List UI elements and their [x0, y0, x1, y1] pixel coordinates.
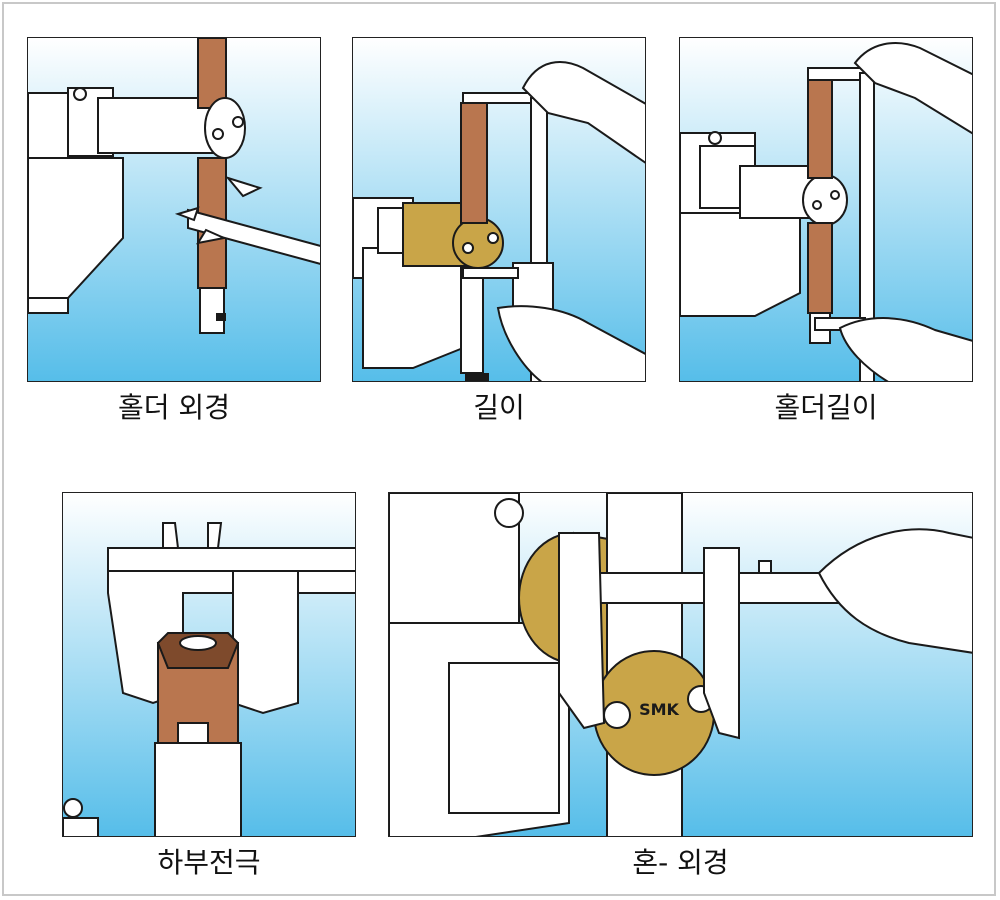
- caliper-slider: [232, 570, 299, 715]
- horn-od-illustration: SMK: [389, 493, 972, 836]
- hand-top: [521, 61, 645, 164]
- hand-top: [853, 42, 972, 135]
- brand-logo-text: SMK: [639, 700, 679, 719]
- caliper-beam: [187, 208, 320, 265]
- panel-holder-length: [679, 37, 973, 382]
- caption-lower-electrode: 하부전극: [157, 846, 261, 879]
- panel-length: [352, 37, 646, 382]
- panel-horn-outer-diameter: SMK: [388, 492, 973, 837]
- holder-length-illustration: [680, 38, 972, 381]
- caliper-fixed-jaw: [558, 532, 606, 730]
- copper-rod-lower: [807, 222, 833, 314]
- hex-bolt-left: [603, 701, 631, 729]
- caption-horn-outer-diameter: 혼- 외경: [632, 846, 729, 879]
- panel-lower-electrode: [62, 492, 356, 837]
- caption-holder-outer-diameter: 홀더 외경: [118, 391, 230, 424]
- hand-bottom: [838, 317, 972, 381]
- panel-holder-outer-diameter: [27, 37, 321, 382]
- holder-cap: [204, 97, 246, 159]
- white-rod: [154, 742, 242, 836]
- hand: [817, 528, 972, 654]
- caption-holder-length: 홀더길이: [774, 391, 878, 424]
- lower-electrode-illustration: [63, 493, 355, 836]
- holder-cap: [802, 174, 848, 226]
- holder-od-illustration: [28, 38, 320, 381]
- copper-rod-upper: [807, 77, 833, 179]
- caliper-beam: [107, 547, 355, 572]
- caliper-moving-jaw: [703, 547, 740, 740]
- hand-bottom: [496, 305, 645, 381]
- caption-length: 길이: [473, 391, 525, 424]
- electrode-tip: [199, 287, 225, 334]
- length-illustration: [353, 38, 645, 381]
- copper-rod: [460, 102, 488, 224]
